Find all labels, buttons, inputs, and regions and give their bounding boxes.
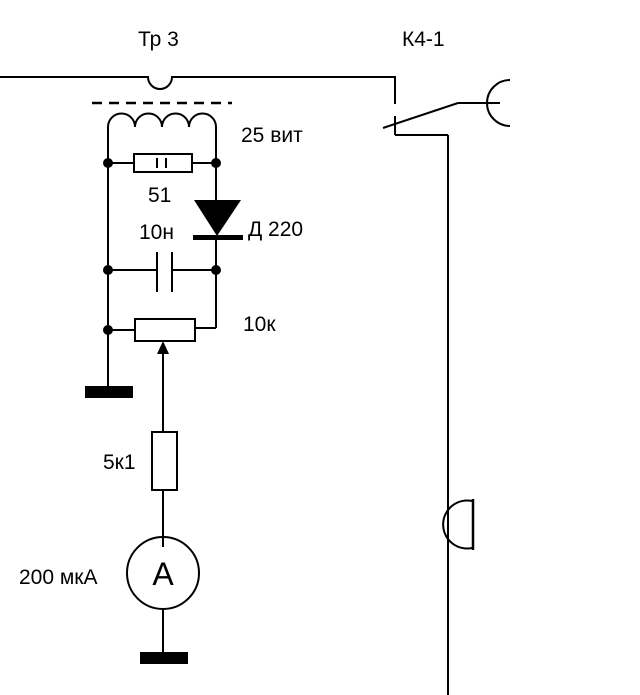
potentiometer-10k: [134, 318, 196, 342]
transformer-label: Тр 3: [138, 28, 179, 51]
junction-dot: [103, 158, 113, 168]
potentiometer-label: 10к: [243, 313, 276, 336]
junction-dot: [103, 325, 113, 335]
diode-bar: [193, 235, 243, 240]
secondary-winding: [107, 112, 217, 160]
junction-dot: [211, 265, 221, 275]
diode-label: Д 220: [248, 218, 303, 241]
ground-symbol: [140, 652, 188, 664]
series-resistor-label: 5к1: [103, 451, 136, 474]
meter-symbol: A: [152, 556, 174, 592]
primary-line: [0, 76, 396, 104]
resistor-51: [133, 153, 193, 173]
contact-arc: [486, 79, 511, 127]
junction-dot: [211, 158, 221, 168]
meter-label: 200 мкА: [19, 566, 98, 589]
resistor-5k1: [151, 431, 178, 491]
capacitor-label: 10н: [139, 221, 174, 244]
lamp-symbol: [442, 499, 473, 550]
junction-dot: [103, 265, 113, 275]
wiper-arrow: [157, 341, 169, 354]
winding-label: 25 вит: [241, 124, 303, 147]
resistor-51-label: 51: [148, 184, 171, 207]
ground-symbol: [85, 386, 133, 398]
relay-contact-label: К4-1: [402, 28, 445, 51]
diode-d220: [194, 200, 241, 236]
